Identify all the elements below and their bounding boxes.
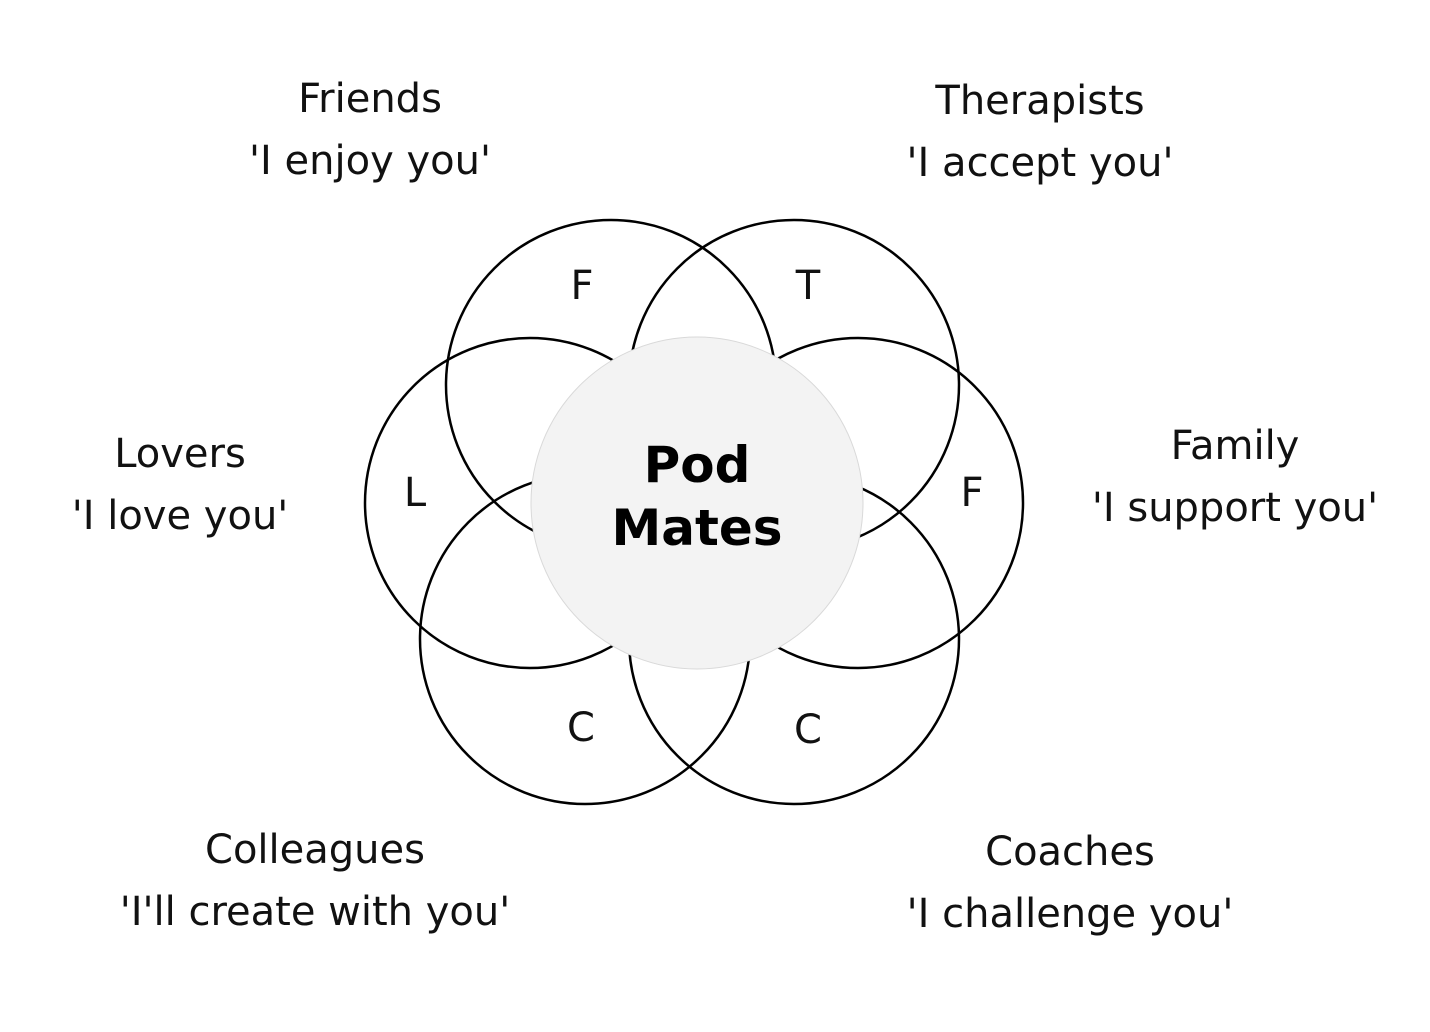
family-label: Family 'I support you' <box>1075 415 1395 539</box>
colleagues-name: Colleagues <box>205 827 425 873</box>
coaches-label: Coaches 'I challenge you' <box>890 821 1250 945</box>
petal-letter-coaches: C <box>794 707 822 753</box>
lovers-label: Lovers 'I love you' <box>45 423 315 547</box>
friends-name: Friends <box>298 76 442 122</box>
friends-label: Friends 'I enjoy you' <box>220 68 520 192</box>
coaches-name: Coaches <box>985 829 1155 875</box>
lovers-name: Lovers <box>114 431 246 477</box>
coaches-phrase: 'I challenge you' <box>906 891 1234 937</box>
therapists-name: Therapists <box>935 78 1145 124</box>
petal-letter-family: F <box>960 470 983 516</box>
lovers-phrase: 'I love you' <box>71 493 289 539</box>
petal-letter-therapists: T <box>795 263 821 309</box>
friends-phrase: 'I enjoy you' <box>249 138 491 184</box>
family-phrase: 'I support you' <box>1091 485 1379 531</box>
center-title-line2: Mates <box>611 499 782 557</box>
petal-letter-lovers: L <box>404 470 427 516</box>
center-circle <box>530 336 864 670</box>
petal-letter-friends: F <box>570 263 593 309</box>
therapists-phrase: 'I accept you' <box>906 140 1174 186</box>
therapists-label: Therapists 'I accept you' <box>880 70 1200 194</box>
colleagues-label: Colleagues 'I'll create with you' <box>90 819 540 943</box>
petal-letter-colleagues: C <box>567 705 595 751</box>
center-title-line1: Pod <box>644 436 751 494</box>
colleagues-phrase: 'I'll create with you' <box>119 889 511 935</box>
family-name: Family <box>1170 423 1300 469</box>
